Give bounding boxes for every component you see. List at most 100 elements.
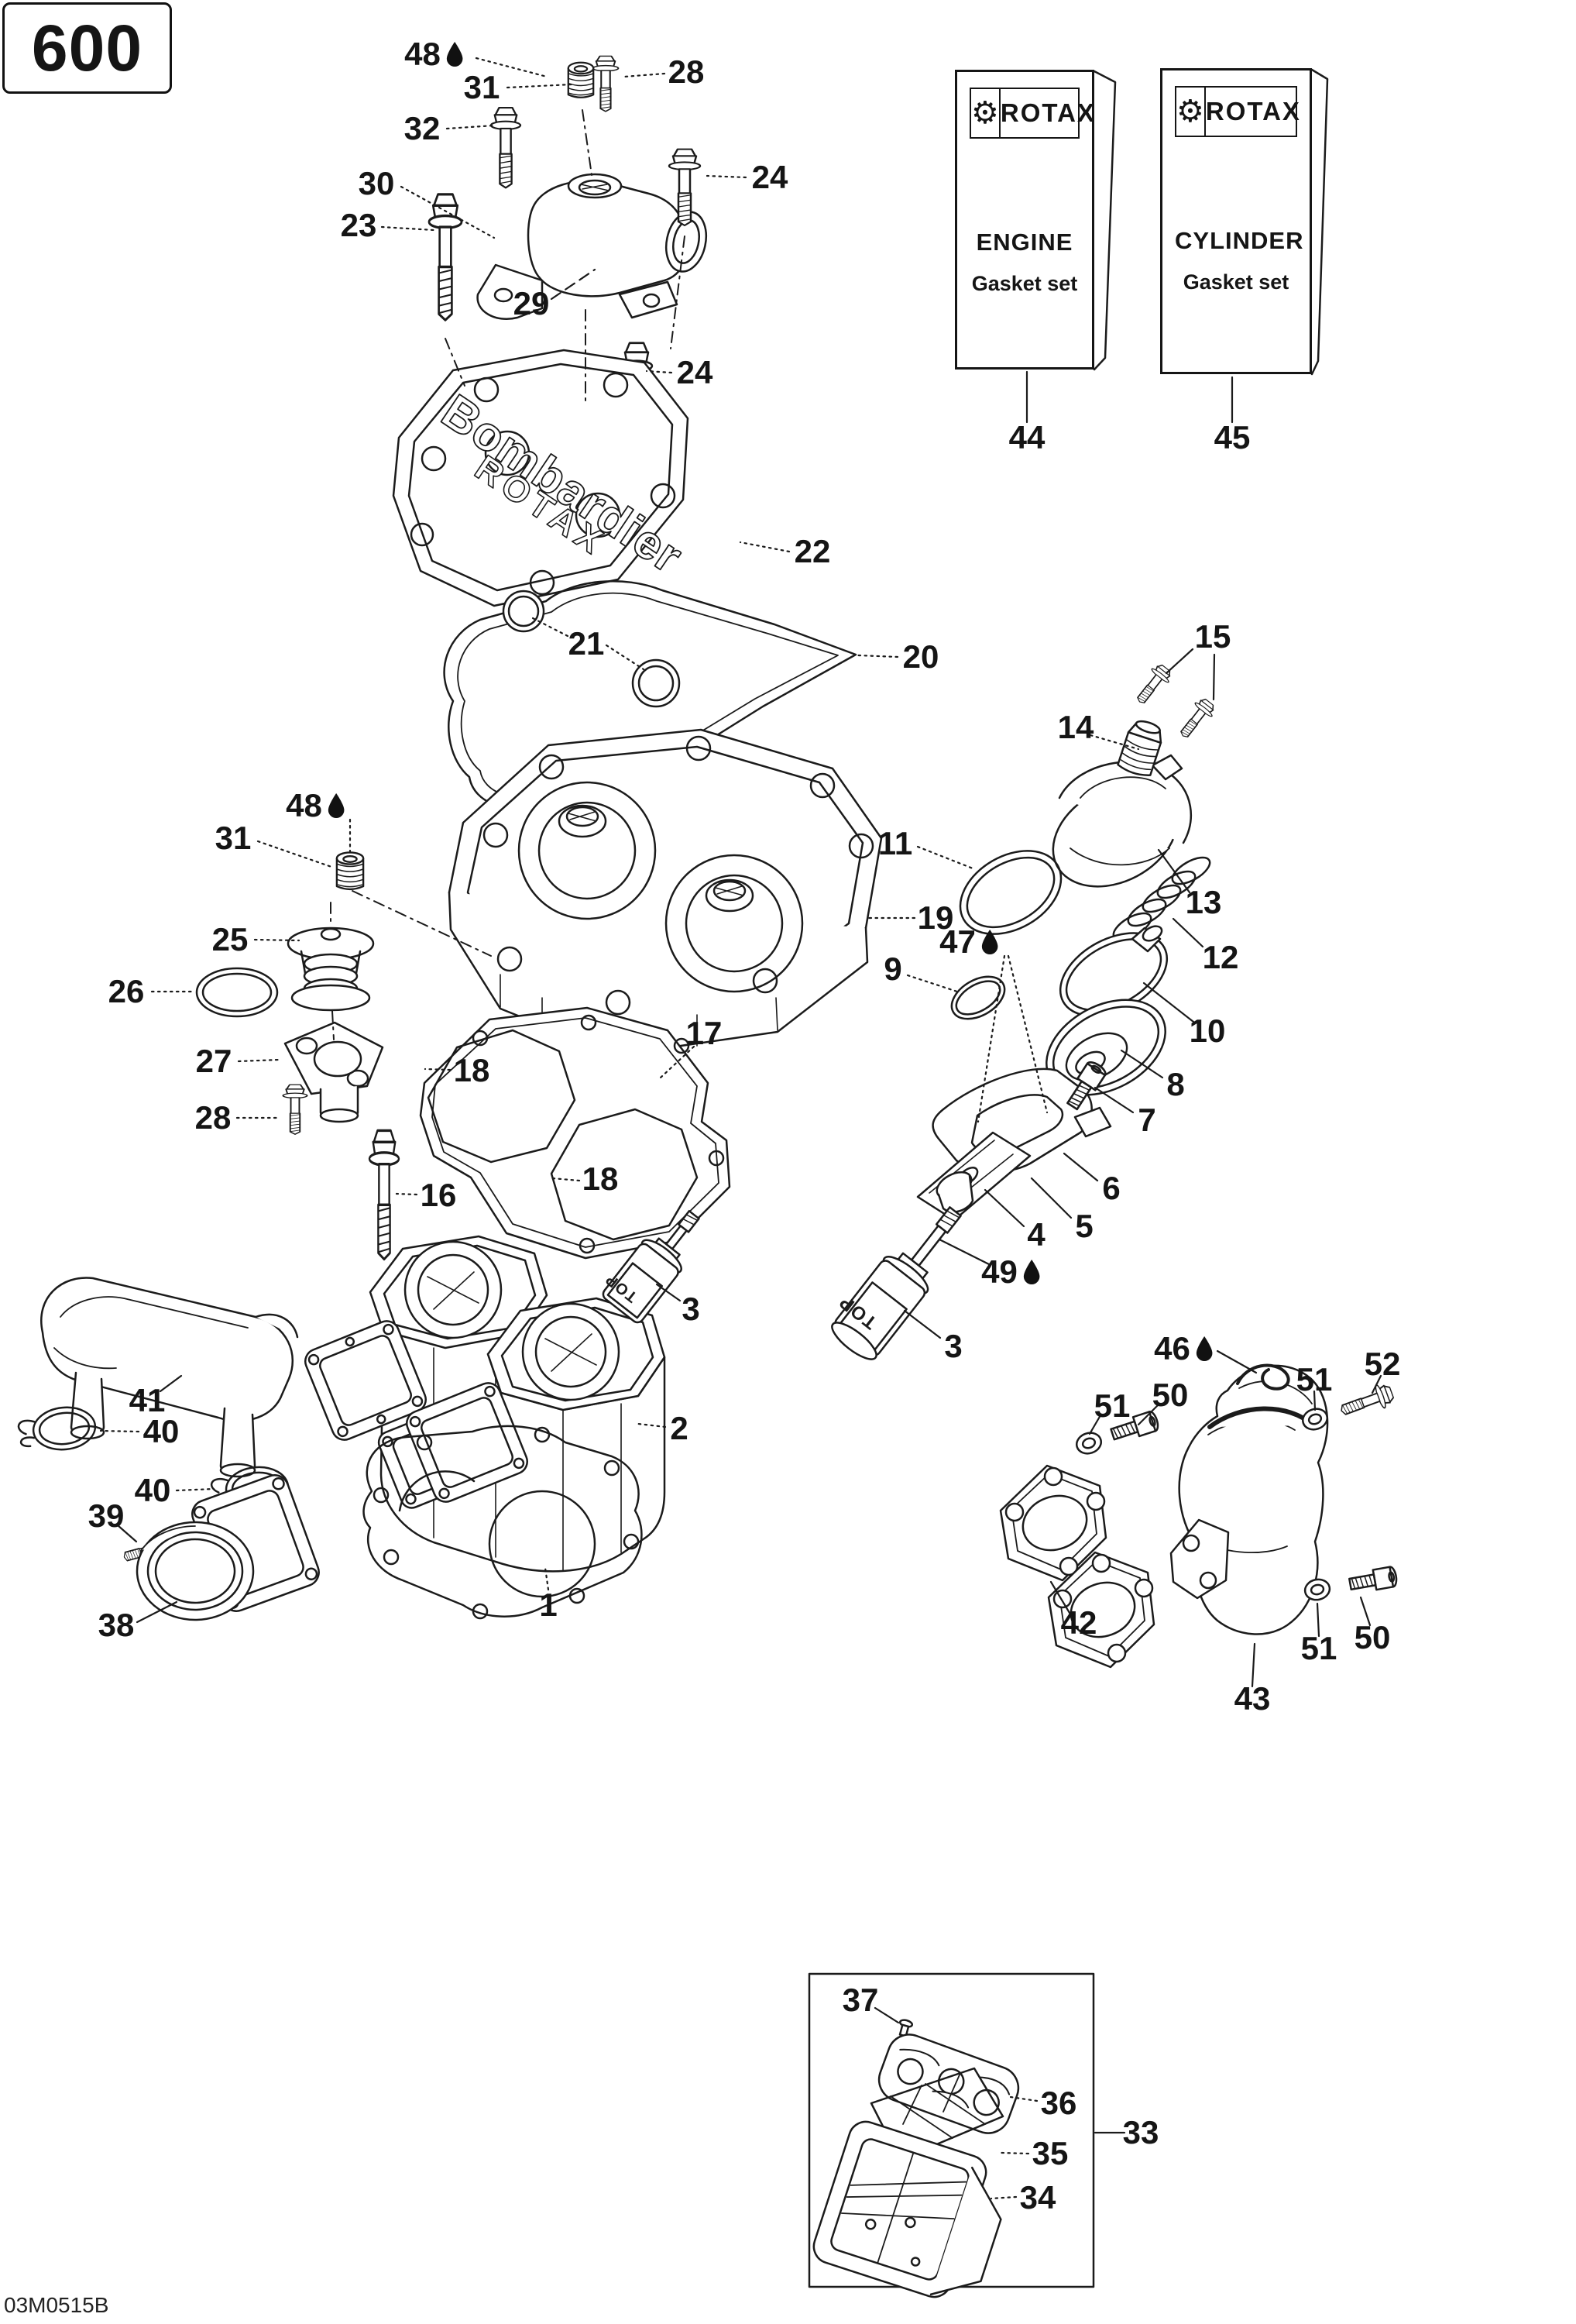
oil-drop-icon <box>446 42 463 67</box>
callout-number: 35 <box>1032 2135 1069 2171</box>
part-head-gasket <box>419 1006 731 1260</box>
callout-40: 40 <box>135 1474 171 1507</box>
callout-number: 15 <box>1194 618 1231 655</box>
callout-number: 6 <box>1102 1170 1121 1206</box>
callout-35: 35 <box>1032 2137 1069 2170</box>
gear-icon: ⚙ <box>1176 88 1206 136</box>
rotax-logo: ⚙ ROTAX <box>1175 86 1300 137</box>
callout-number: 46 <box>1154 1330 1190 1367</box>
callout-23: 23 <box>341 209 377 242</box>
callout-number: 3 <box>682 1291 700 1327</box>
callout-number: 33 <box>1122 2114 1159 2150</box>
model-badge-label: 600 <box>31 11 143 84</box>
callout-number: 18 <box>582 1160 619 1197</box>
callout-number: 47 <box>939 923 976 960</box>
callout-15: 15 <box>1195 621 1231 653</box>
callout-44: 44 <box>1009 421 1046 454</box>
part-base-gasket <box>362 1425 643 1620</box>
callout-11: 11 <box>878 827 912 860</box>
callout-24: 24 <box>752 161 788 194</box>
bolt-28-thermostat <box>282 1084 308 1136</box>
callout-number: 28 <box>194 1099 232 1136</box>
callout-18: 18 <box>582 1163 619 1195</box>
callout-number: 36 <box>1040 2085 1077 2121</box>
callout-50: 50 <box>1355 1621 1391 1654</box>
callout-25: 25 <box>212 923 249 956</box>
callout-13: 13 <box>1186 886 1222 919</box>
part-rave-piston-3: TOP <box>831 1206 962 1360</box>
callout-30: 30 <box>359 167 395 200</box>
callout-34: 34 <box>1020 2181 1056 2214</box>
rotax-logo: ⚙ ROTAX <box>970 88 1094 139</box>
callout-20: 20 <box>903 641 939 673</box>
callout-3: 3 <box>944 1330 962 1363</box>
package-title: CYLINDER <box>1175 227 1304 254</box>
callout-number: 7 <box>1138 1102 1156 1138</box>
bolt-15a <box>1131 661 1176 710</box>
callout-number: 17 <box>685 1015 723 1051</box>
callout-52: 52 <box>1365 1348 1401 1380</box>
set-screw-31-top <box>567 61 595 98</box>
callout-number: 1 <box>539 1587 558 1623</box>
bolt-16 <box>368 1129 400 1261</box>
callout-number: 5 <box>1075 1208 1094 1244</box>
part-thermostat-housing <box>476 173 708 320</box>
callout-45: 45 <box>1214 421 1251 454</box>
callout-33: 33 <box>1123 2116 1159 2149</box>
callout-number: 22 <box>794 533 831 569</box>
part-o-ring-11 <box>959 850 1063 935</box>
callout-38: 38 <box>98 1609 135 1642</box>
callout-42: 42 <box>1061 1607 1097 1639</box>
bolt-32 <box>489 106 522 189</box>
callout-number: 19 <box>917 899 954 936</box>
callout-number: 31 <box>215 820 252 856</box>
callout-number: 32 <box>403 110 441 146</box>
callout-6: 6 <box>1102 1172 1120 1205</box>
callout-36: 36 <box>1041 2087 1077 2119</box>
part-manifold-gaskets <box>999 1464 1155 1669</box>
callout-number: 21 <box>568 625 605 662</box>
callout-number: 43 <box>1234 1680 1271 1717</box>
callout-number: 34 <box>1019 2179 1056 2216</box>
callout-51: 51 <box>1296 1363 1333 1396</box>
oil-drop-icon <box>328 793 345 818</box>
callout-number: 10 <box>1189 1012 1226 1049</box>
callout-43: 43 <box>1234 1683 1271 1715</box>
part-exhaust-manifold <box>1169 1363 1329 1635</box>
callout-number: 41 <box>129 1382 166 1418</box>
callout-number: 18 <box>453 1052 490 1088</box>
construction-lines <box>330 109 685 1040</box>
callout-2: 2 <box>670 1412 688 1445</box>
model-badge: 600 <box>2 2 172 94</box>
oil-drop-icon <box>981 930 998 954</box>
callout-47: 47 <box>939 926 998 958</box>
callout-31: 31 <box>464 71 500 104</box>
callout-39: 39 <box>88 1500 125 1532</box>
callout-4: 4 <box>1027 1219 1045 1251</box>
part-reed-body-34 <box>812 2120 1002 2298</box>
callout-number: 20 <box>902 638 939 675</box>
part-cylinder-head <box>448 728 883 1057</box>
screw-50b <box>1348 1565 1399 1595</box>
oil-drop-icon <box>1196 1336 1213 1361</box>
callout-number: 2 <box>670 1410 688 1446</box>
package-subtitle: Gasket set <box>1183 270 1289 294</box>
rotax-logo-text: ROTAX <box>1000 98 1096 127</box>
callout-27: 27 <box>196 1045 232 1078</box>
cylinder-gasket-set-package: ⚙ ROTAX CYLINDER Gasket set <box>1160 68 1312 374</box>
oil-drop-icon <box>1023 1260 1040 1284</box>
callout-37: 37 <box>843 1984 879 2016</box>
callout-number: 25 <box>211 921 249 957</box>
callout-number: 49 <box>981 1253 1018 1290</box>
callout-number: 42 <box>1060 1604 1097 1641</box>
callout-number: 51 <box>1094 1387 1131 1424</box>
callout-51: 51 <box>1301 1632 1337 1665</box>
callout-number: 9 <box>884 951 902 987</box>
callout-51: 51 <box>1094 1390 1131 1422</box>
callout-10: 10 <box>1190 1015 1226 1047</box>
part-rave-piston-3b: TOP <box>602 1209 700 1324</box>
callout-49: 49 <box>981 1256 1040 1288</box>
callout-number: 24 <box>676 354 713 390</box>
